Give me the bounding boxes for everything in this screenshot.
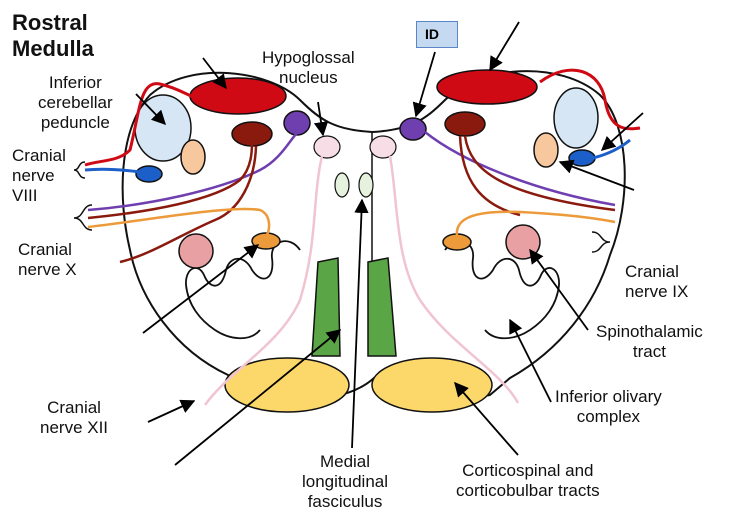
hypoglossal-nucleus-left bbox=[313, 135, 341, 159]
blue-fiber-left bbox=[84, 167, 141, 174]
arrow-id bbox=[412, 51, 436, 118]
orange-fiber-right bbox=[455, 210, 616, 237]
darkred-fiber-left-b bbox=[119, 145, 258, 264]
icp-right bbox=[553, 87, 599, 149]
arrow-right-peach bbox=[558, 159, 635, 191]
arrow-red-left bbox=[202, 57, 227, 90]
arrow-orange-left bbox=[142, 244, 260, 334]
label-cranial-nerve-x: Cranial nerve X bbox=[18, 240, 77, 279]
arrow-icp bbox=[135, 93, 167, 126]
mlf-right bbox=[358, 172, 374, 198]
xii-fiber-left bbox=[203, 155, 324, 406]
purple-nucleus-left bbox=[283, 110, 311, 136]
arrow-green bbox=[174, 329, 342, 466]
mlf-green-right bbox=[367, 257, 397, 357]
peach-nucleus-left bbox=[180, 139, 206, 175]
label-cranial-nerve-xii: Cranial nerve XII bbox=[40, 398, 109, 437]
arrow-red-right bbox=[489, 21, 520, 72]
arrow-hypoglossal bbox=[313, 101, 329, 137]
page-title: Rostral Medulla bbox=[12, 10, 94, 61]
olivary-fold-left bbox=[185, 240, 301, 340]
darkred-fiber-left-a bbox=[87, 141, 254, 220]
label-medial-longitudinal-fasciculus: Medial longitudinal fasciculus bbox=[302, 452, 389, 511]
id-tag[interactable]: ID bbox=[416, 21, 458, 48]
label-inferior-olivary-complex: Inferior olivary complex bbox=[555, 387, 662, 426]
bracket-viii bbox=[73, 161, 86, 179]
spinothalamic-left bbox=[178, 233, 214, 269]
dark-red-nucleus-right bbox=[444, 111, 486, 137]
label-cranial-nerve-viii: Cranial nerve VIII bbox=[12, 146, 66, 205]
xii-fiber-right bbox=[388, 155, 520, 404]
bracket-ix bbox=[591, 231, 611, 253]
blue-fiber-right bbox=[592, 138, 631, 160]
arrow-xii bbox=[147, 399, 196, 423]
label-cranial-nerve-ix: Cranial nerve IX bbox=[625, 262, 689, 301]
corticospinal-right bbox=[371, 357, 493, 413]
red-tract-right bbox=[436, 69, 538, 105]
orange-nucleus-right bbox=[442, 233, 472, 251]
blue-nucleus-right bbox=[568, 149, 596, 167]
purple-fiber-right bbox=[424, 131, 616, 207]
label-hypoglossal-nucleus: Hypoglossal nucleus bbox=[262, 48, 355, 87]
mlf-left bbox=[334, 172, 350, 198]
olivary-fold-right bbox=[444, 240, 560, 340]
arrow-right-icp bbox=[600, 112, 644, 151]
purple-nucleus-right bbox=[399, 117, 427, 141]
label-inferior-cerebellar-peduncle: Inferior cerebellar peduncle bbox=[38, 73, 113, 132]
peach-nucleus-right bbox=[533, 132, 559, 168]
label-spinothalamic-tract: Spinothalamic tract bbox=[596, 322, 703, 361]
spinothalamic-right bbox=[505, 224, 541, 260]
darkred-fiber-right-a bbox=[463, 135, 616, 212]
arrow-spinothalamic bbox=[529, 248, 589, 331]
arrow-mlf bbox=[351, 198, 369, 449]
orange-fiber-left bbox=[87, 207, 271, 237]
arrow-olivary bbox=[509, 318, 552, 403]
label-corticospinal-tracts: Corticospinal and corticobulbar tracts bbox=[456, 461, 600, 500]
arrow-corticospinal bbox=[454, 381, 519, 456]
hypoglossal-nucleus-right bbox=[369, 135, 397, 159]
bracket-x bbox=[73, 204, 93, 231]
blue-nucleus-left bbox=[135, 165, 163, 183]
